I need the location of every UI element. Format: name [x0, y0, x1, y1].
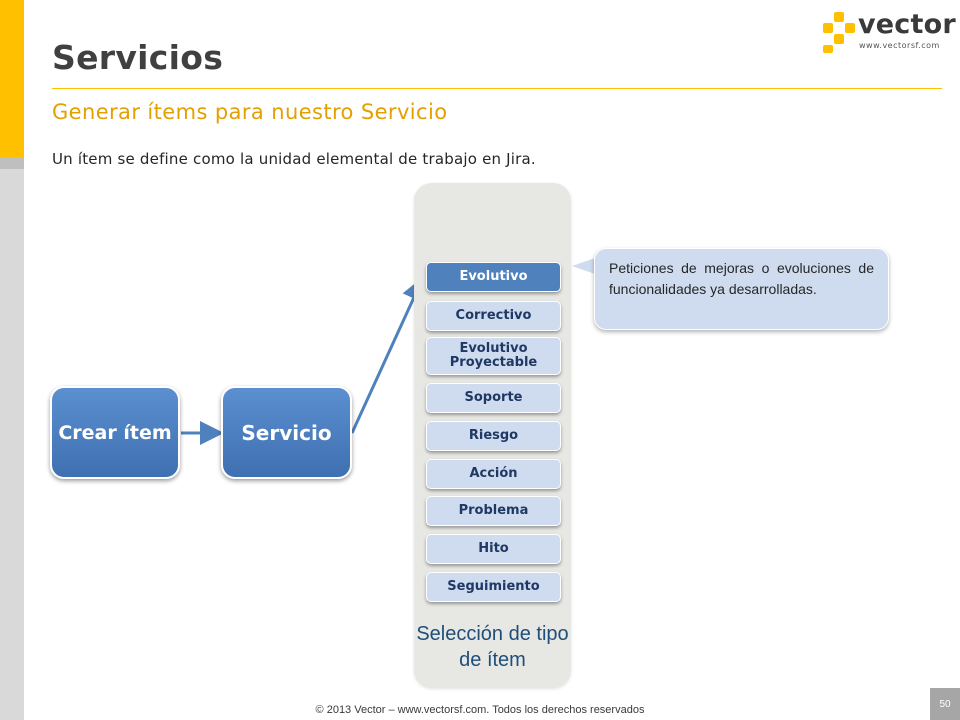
logo-url: www.vectorsf.com: [859, 41, 940, 50]
column-caption: Selección de tipo de ítem: [416, 623, 569, 671]
arrow-servicio-to-evolutivo: [350, 276, 425, 434]
title-divider: [52, 88, 942, 89]
item-type-evolutivo-proyectable[interactable]: Evolutivo Proyectable: [426, 337, 561, 375]
crear-item-box: Crear ítem: [50, 386, 180, 479]
footer-copyright: © 2013 Vector – www.vectorsf.com. Todos …: [315, 704, 645, 716]
side-accent-bar: [0, 0, 24, 157]
item-type-soporte[interactable]: Soporte: [426, 383, 561, 413]
item-type-problema[interactable]: Problema: [426, 496, 561, 526]
item-type-riesgo[interactable]: Riesgo: [426, 421, 561, 451]
vector-logo: vector www.vectorsf.com: [822, 9, 956, 54]
logo-square-icon: [845, 23, 855, 33]
page-number: 50: [930, 688, 960, 720]
item-type-accion[interactable]: Acción: [426, 459, 561, 489]
slide-title: Servicios: [52, 38, 224, 77]
logo-square-icon: [834, 12, 844, 22]
side-bar-divider: [0, 157, 24, 169]
callout-pointer: [572, 258, 595, 274]
item-type-seguimiento[interactable]: Seguimiento: [426, 572, 561, 602]
side-gray-bar: [0, 157, 24, 720]
item-type-hito[interactable]: Hito: [426, 534, 561, 564]
logo-square-icon: [823, 23, 833, 33]
logo-square-icon: [834, 34, 844, 44]
servicio-box: Servicio: [221, 386, 352, 479]
logo-square-icon: [823, 45, 833, 53]
logo-wordmark: vector: [858, 9, 956, 40]
slide-subtitle: Generar ítems para nuestro Servicio: [52, 100, 448, 124]
item-type-evolutivo[interactable]: Evolutivo: [426, 262, 561, 292]
slide-body-text: Un ítem se define como la unidad element…: [52, 150, 536, 168]
evolutivo-callout: Peticiones de mejoras o evoluciones de f…: [594, 248, 889, 330]
item-type-correctivo[interactable]: Correctivo: [426, 301, 561, 331]
